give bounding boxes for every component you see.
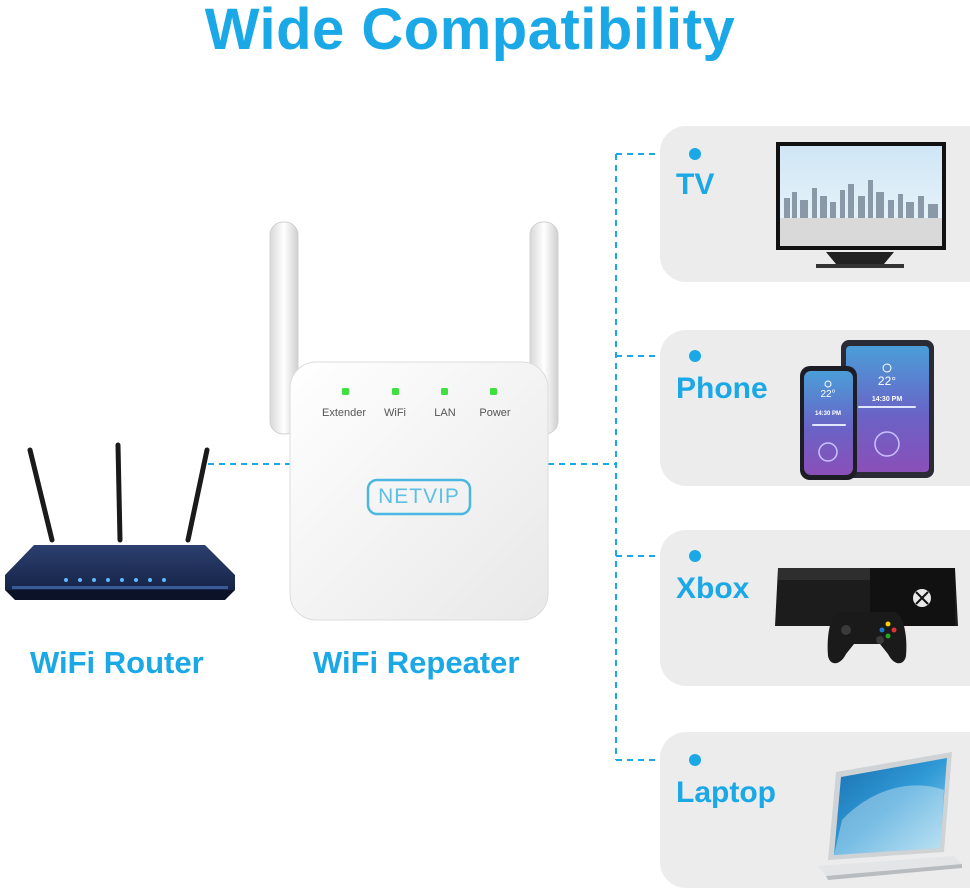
connector-dot-tv <box>689 148 701 160</box>
tablet-screen-temp: 22° <box>877 374 897 388</box>
device-label-tv: TV <box>676 168 715 201</box>
page-title: Wide Compatibility <box>204 0 736 62</box>
phone-screen-temp: 22° <box>820 389 836 400</box>
connector-dot-laptop <box>689 754 701 766</box>
device-panel-xbox: Xbox <box>660 530 970 686</box>
device-label-phone: Phone <box>676 372 768 405</box>
device-panel-tv: TV <box>660 126 970 282</box>
indicator-extender-label: Extender <box>321 407 367 419</box>
phone-screen-time: 14:30 PM <box>814 411 841 417</box>
indicator-power-label: Power <box>479 407 511 419</box>
indicator-wifi-label: WiFi <box>384 407 406 419</box>
router-label: WiFi Router <box>30 645 204 680</box>
tablet-screen-time: 14:30 PM <box>871 396 903 403</box>
device-panel-phone: Phone <box>660 330 970 486</box>
device-label-xbox: Xbox <box>676 572 750 605</box>
indicator-lan-label: LAN <box>434 407 456 419</box>
repeater-brand-logo: NETVIP <box>378 485 460 508</box>
connector-dot-phone <box>689 350 701 362</box>
device-label-laptop: Laptop <box>676 776 776 809</box>
device-panel-laptop: Laptop <box>660 732 970 888</box>
repeater-label: WiFi Repeater <box>313 645 520 680</box>
connector-dot-xbox <box>689 550 701 562</box>
